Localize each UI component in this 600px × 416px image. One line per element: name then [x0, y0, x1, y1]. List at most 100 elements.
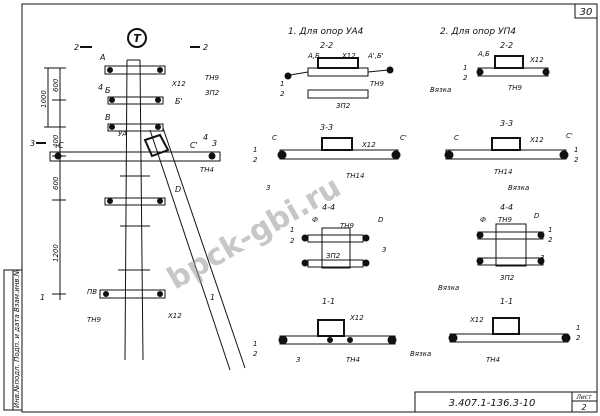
lbl-d: D: [175, 185, 181, 194]
svg-text:1-1: 1-1: [500, 297, 513, 306]
svg-text:ЗП2: ЗП2: [500, 274, 515, 282]
cut-1-left: 1: [40, 293, 45, 302]
svg-text:3-3: 3-3: [500, 119, 513, 128]
svg-text:ЗП2: ЗП2: [336, 102, 351, 110]
svg-text:Х12: Х12: [349, 314, 364, 322]
svg-text:ТН9: ТН9: [370, 80, 385, 88]
lbl-ua: УА: [118, 130, 127, 138]
uda-view-3-3: 3-3 С Х12 С' 1 2 3 ТН14: [253, 123, 407, 192]
svg-text:2: 2: [280, 90, 285, 98]
uda-view-1-1: 1-1 Х12 1 2 3 ТН4: [253, 297, 397, 364]
lbl-tn9-top: ТН9: [205, 74, 220, 82]
svg-text:4-4: 4-4: [322, 203, 335, 212]
sheet-number: 2: [581, 403, 586, 412]
svg-text:С: С: [272, 134, 277, 142]
svg-text:3: 3: [382, 246, 386, 254]
lbl-c: С: [58, 141, 64, 150]
svg-text:4-4: 4-4: [500, 203, 513, 212]
title-block: 3.407.1-136.3-10 Лист 2: [414, 391, 598, 413]
svg-text:3: 3: [266, 184, 270, 192]
side-stamp-text: Инв.№подл. Подп. и дата Взам.инв.№: [13, 269, 21, 408]
svg-text:2: 2: [253, 350, 258, 358]
svg-text:Х12: Х12: [341, 52, 356, 60]
dim-1200: 1200: [52, 244, 60, 262]
svg-text:ТН4: ТН4: [346, 356, 360, 364]
svg-text:Вязка: Вязка: [410, 350, 431, 358]
uda-view-2-2: 2-2 А,Б Х12 А',Б' 1 2 ТН9 ЗП2: [280, 41, 394, 110]
upa-view-2-2: 2-2 А,Б Х12 1 2 ТН9 Вязка: [430, 41, 550, 94]
svg-text:ТН14: ТН14: [494, 168, 512, 176]
lbl-b-prime: Б': [175, 97, 183, 106]
t-symbol: Т: [133, 32, 142, 45]
page-number-box: [574, 3, 598, 19]
svg-text:2: 2: [576, 334, 581, 342]
svg-text:1: 1: [548, 226, 552, 234]
watermark: bpck-gbi.ru: [162, 170, 347, 297]
svg-text:ТН14: ТН14: [346, 172, 364, 180]
svg-text:Вязка: Вязка: [438, 284, 459, 292]
lbl-x12-top: Х12: [171, 80, 186, 88]
lbl-pv: ПВ: [87, 288, 97, 296]
svg-text:1-1: 1-1: [322, 297, 335, 306]
cut-2-left: 2: [74, 43, 79, 52]
upa-view-4-4: 4-4 Ф ТН9 D 1 2 3 ЗП2 Вязка: [438, 203, 553, 292]
dim-600b: 600: [52, 176, 60, 190]
title-uda: 1. Для опор УА4: [288, 27, 364, 37]
sheet-label: Лист: [575, 394, 592, 401]
svg-text:А,Б: А,Б: [307, 52, 320, 60]
svg-text:ТН4: ТН4: [486, 356, 500, 364]
svg-text:2-2: 2-2: [320, 41, 333, 50]
cut-2-right: 2: [203, 43, 208, 52]
svg-text:1: 1: [290, 226, 294, 234]
cut-1-right: 1: [210, 293, 215, 302]
svg-text:ТН9: ТН9: [340, 222, 355, 230]
lbl-c-prime: С': [190, 141, 198, 150]
svg-text:Вязка: Вязка: [508, 184, 529, 192]
lbl-tn9-bot: ТН9: [87, 316, 102, 324]
cut-3-left: 3: [30, 139, 35, 148]
lbl-zp2: ЗП2: [205, 89, 220, 97]
svg-text:Х12: Х12: [529, 56, 544, 64]
svg-text:С': С': [400, 134, 407, 142]
svg-text:3: 3: [540, 254, 544, 262]
svg-text:3: 3: [296, 356, 300, 364]
lbl-tn4: ТН4: [200, 166, 214, 174]
svg-text:1: 1: [253, 146, 257, 154]
svg-text:А,Б: А,Б: [477, 50, 490, 58]
svg-text:D: D: [378, 216, 384, 224]
t-symbol-circle: [127, 28, 147, 48]
sheet-frame: [21, 3, 598, 413]
svg-text:2: 2: [290, 237, 295, 245]
lbl-a: А: [99, 53, 105, 62]
svg-text:Ф: Ф: [480, 216, 486, 224]
svg-text:ТН9: ТН9: [498, 216, 513, 224]
cut-3-right: 3: [212, 139, 217, 148]
upa-view-1-1: 1-1 Х12 1 2 ТН4 Вязка: [410, 297, 581, 364]
title-upa: 2. Для опор УП4: [440, 27, 516, 37]
svg-text:Х12: Х12: [469, 316, 484, 324]
upa-view-3-3: 3-3 С Х12 С' 1 2 ТН14 Вязка: [444, 119, 579, 192]
page-number: 30: [580, 7, 593, 18]
svg-text:2-2: 2-2: [500, 41, 513, 50]
svg-text:Вязка: Вязка: [430, 86, 451, 94]
svg-text:1: 1: [280, 80, 284, 88]
cut-4-left: 4: [98, 83, 103, 92]
svg-text:Х12: Х12: [529, 136, 544, 144]
svg-text:2: 2: [463, 74, 468, 82]
svg-text:1: 1: [253, 340, 257, 348]
uda-view-4-4: 4-4 Ф ТН9 D 1 2 3 ЗП2: [290, 203, 386, 269]
lbl-v: В: [105, 113, 111, 122]
svg-text:ТН9: ТН9: [508, 84, 523, 92]
lbl-x12-bot: Х12: [167, 312, 182, 320]
svg-text:А',Б': А',Б': [367, 52, 384, 60]
pole-elevation: Т: [30, 28, 246, 371]
dim-1000: 1000: [40, 90, 48, 108]
svg-text:С: С: [454, 134, 459, 142]
lbl-b: Б: [105, 86, 111, 95]
svg-text:С': С': [566, 132, 573, 140]
svg-text:3-3: 3-3: [320, 123, 333, 132]
dim-600a: 600: [52, 78, 60, 92]
svg-text:1: 1: [574, 146, 578, 154]
svg-text:D: D: [534, 212, 540, 220]
